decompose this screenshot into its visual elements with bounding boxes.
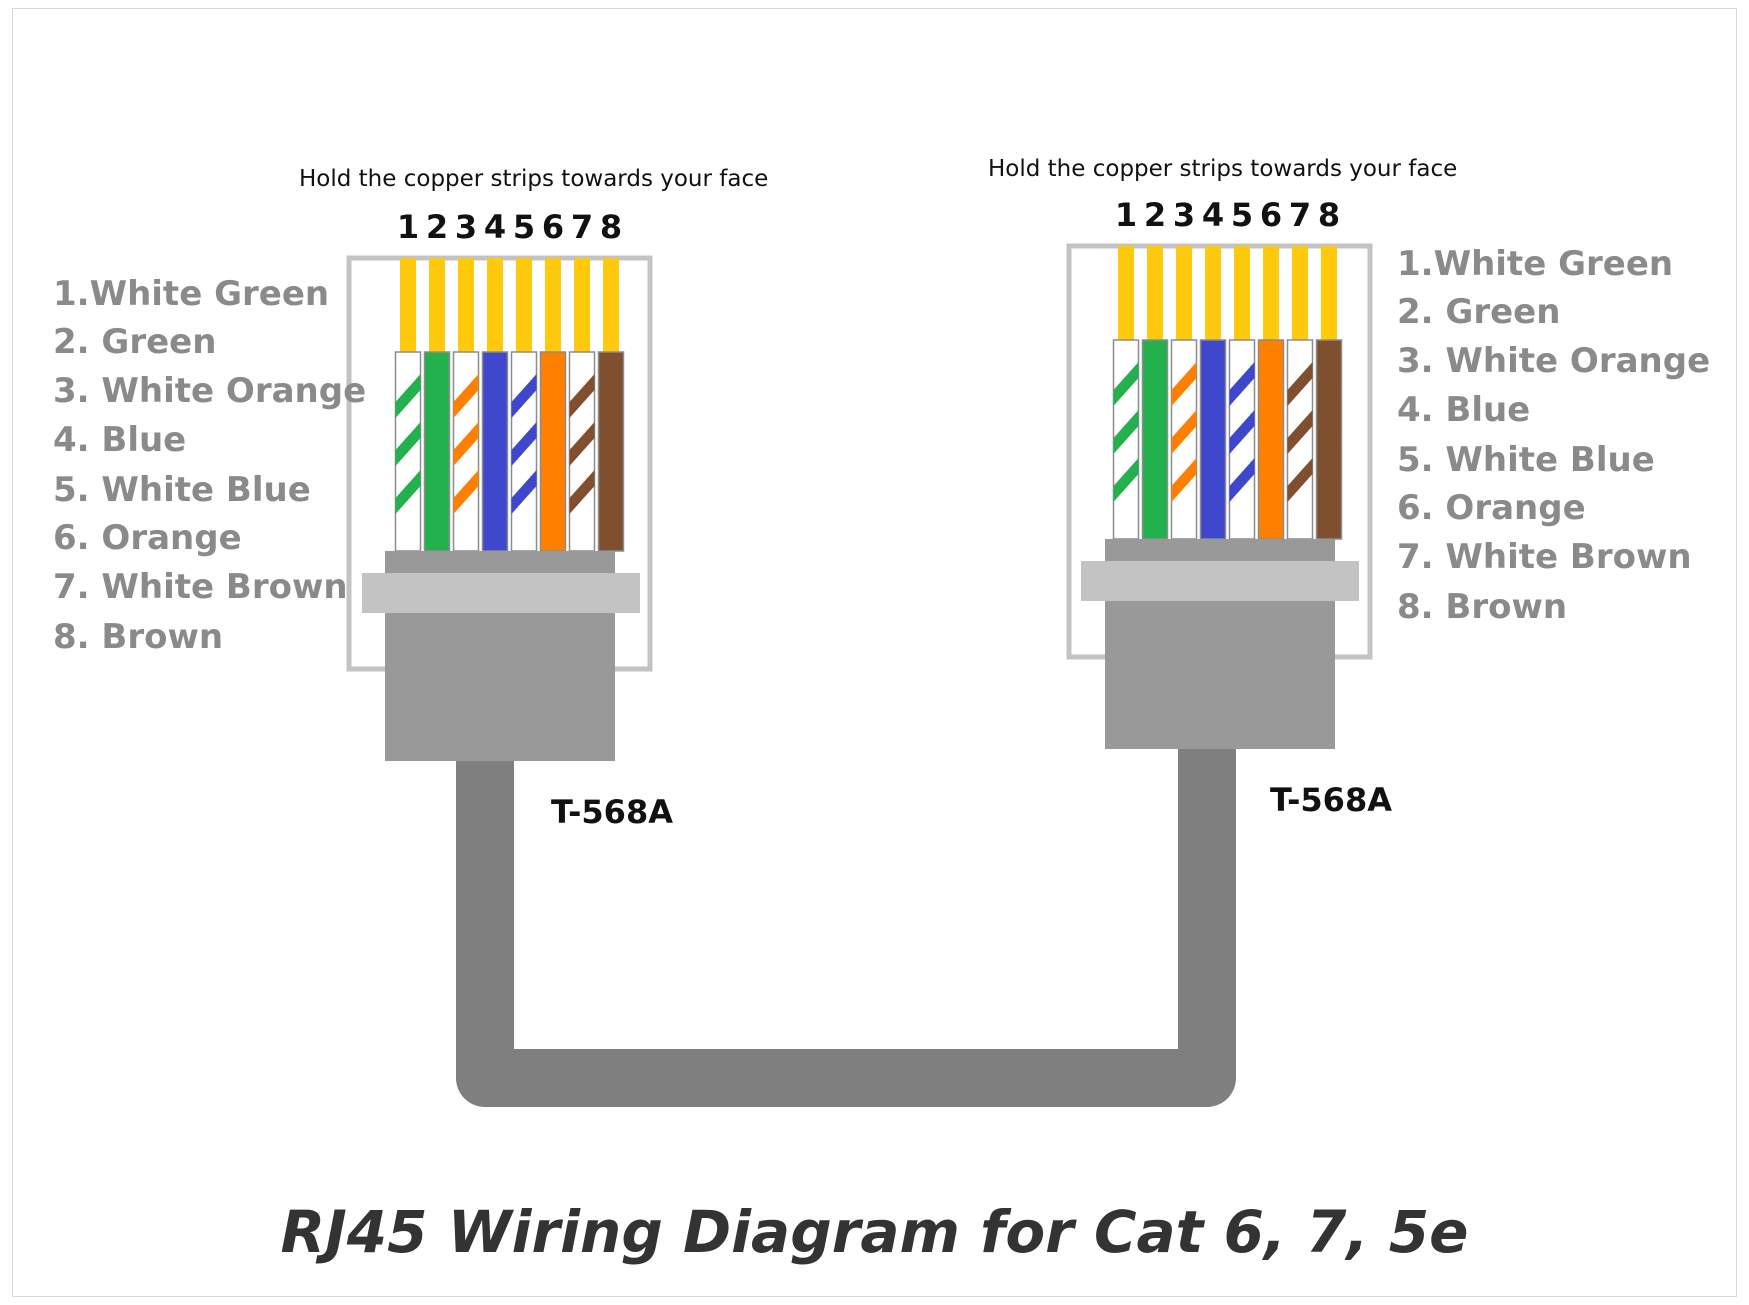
left-pin-number-3: 3 — [454, 208, 478, 246]
right-boot — [1105, 601, 1335, 749]
left-copper-pin-5 — [516, 258, 532, 352]
right-copper-pins — [1118, 246, 1337, 340]
right-wire-2 — [1141, 339, 1169, 540]
left-pin-number-1: 1 — [396, 208, 420, 246]
left-rj45-connector — [346, 255, 653, 761]
right-legend-item-7: 7. White Brown — [1397, 537, 1692, 577]
left-wire-5 — [510, 351, 538, 552]
right-copper-pin-1 — [1118, 246, 1134, 340]
left-copper-pin-2 — [429, 258, 445, 352]
left-wire-8 — [597, 351, 625, 552]
left-pin-number-4: 4 — [483, 208, 507, 246]
right-legend-item-6: 6. Orange — [1397, 488, 1586, 528]
left-pin-number-2: 2 — [425, 208, 449, 246]
right-legend-item-5: 5. White Blue — [1397, 440, 1655, 480]
left-legend-item-8: 8. Brown — [53, 617, 224, 657]
left-wire-3 — [452, 351, 480, 552]
right-instruction: Hold the copper strips towards your face — [988, 156, 1458, 182]
diagram-title: RJ45 Wiring Diagram for Cat 6, 7, 5e — [280, 1198, 1469, 1266]
left-wire-1 — [394, 351, 422, 552]
right-wire-8 — [1315, 339, 1343, 540]
left-copper-pin-4 — [487, 258, 503, 352]
left-legend-item-5: 5. White Blue — [53, 470, 311, 510]
left-legend-item-1: 1.White Green — [53, 274, 330, 314]
right-copper-pin-8 — [1321, 246, 1337, 340]
left-legend-item-2: 2. Green — [53, 322, 217, 362]
diagram-frame — [12, 8, 1737, 1297]
left-pin-number-8: 8 — [599, 208, 623, 246]
right-pin-number-7: 7 — [1288, 196, 1312, 234]
right-strain-relief — [1081, 561, 1359, 601]
right-copper-pin-6 — [1263, 246, 1279, 340]
right-pin-number-5: 5 — [1230, 196, 1254, 234]
right-pin-number-2: 2 — [1143, 196, 1167, 234]
left-strain-relief — [362, 573, 640, 613]
right-copper-pin-2 — [1147, 246, 1163, 340]
right-legend-item-4: 4. Blue — [1397, 390, 1531, 430]
right-wire-4 — [1199, 339, 1227, 540]
right-crimp-bar — [1105, 539, 1335, 561]
right-wire-6 — [1257, 339, 1285, 540]
left-copper-pin-7 — [574, 258, 590, 352]
left-copper-pins — [400, 258, 619, 352]
network-cable — [456, 748, 1236, 1107]
left-pin-number-7: 7 — [570, 208, 594, 246]
right-wire-7 — [1286, 339, 1314, 540]
right-pin-number-1: 1 — [1114, 196, 1138, 234]
right-rj45-connector — [1066, 243, 1373, 749]
left-legend-item-6: 6. Orange — [53, 518, 242, 558]
right-copper-pin-7 — [1292, 246, 1308, 340]
left-legend-item-7: 7. White Brown — [53, 567, 348, 607]
left-pin-number-5: 5 — [512, 208, 536, 246]
right-copper-pin-4 — [1205, 246, 1221, 340]
left-legend-item-4: 4. Blue — [53, 420, 187, 460]
right-standard-label: T-568A — [1270, 781, 1392, 819]
left-wire-7 — [568, 351, 596, 552]
left-boot — [385, 613, 615, 761]
right-copper-pin-5 — [1234, 246, 1250, 340]
left-copper-pin-3 — [458, 258, 474, 352]
left-copper-pin-1 — [400, 258, 416, 352]
right-legend-item-3: 3. White Orange — [1397, 341, 1711, 381]
left-instruction: Hold the copper strips towards your face — [299, 166, 769, 192]
right-wire-3 — [1170, 339, 1198, 540]
right-wire-1 — [1112, 339, 1140, 540]
right-copper-pin-3 — [1176, 246, 1192, 340]
left-wire-strands — [394, 351, 625, 552]
right-legend-item-1: 1.White Green — [1397, 244, 1674, 284]
right-pin-number-8: 8 — [1317, 196, 1341, 234]
left-pin-number-6: 6 — [541, 208, 565, 246]
right-legend-item-2: 2. Green — [1397, 292, 1561, 332]
left-copper-pin-8 — [603, 258, 619, 352]
right-pin-number-6: 6 — [1259, 196, 1283, 234]
left-wire-4 — [481, 351, 509, 552]
left-wire-2 — [423, 351, 451, 552]
right-pin-number-3: 3 — [1172, 196, 1196, 234]
left-copper-pin-6 — [545, 258, 561, 352]
right-legend-item-8: 8. Brown — [1397, 587, 1568, 627]
left-standard-label: T-568A — [551, 793, 673, 831]
left-crimp-bar — [385, 551, 615, 573]
left-wire-6 — [539, 351, 567, 552]
right-wire-5 — [1228, 339, 1256, 540]
right-pin-number-4: 4 — [1201, 196, 1225, 234]
left-legend-item-3: 3. White Orange — [53, 371, 367, 411]
